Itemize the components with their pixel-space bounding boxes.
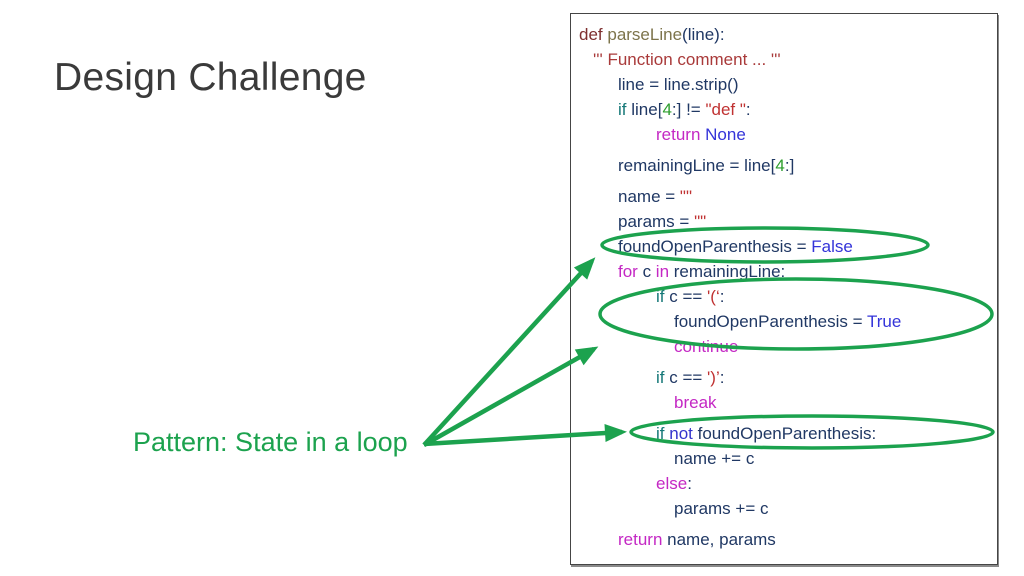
code-token-id: line (631, 100, 658, 119)
code-token-str: "" (694, 212, 707, 231)
code-token-cond: if (656, 287, 670, 306)
code-token-id: , (709, 530, 720, 549)
code-token-id: [ (770, 156, 776, 175)
code-line: def parseLine(line): (571, 22, 997, 47)
code-line: remainingLine = line[4:] (571, 153, 997, 178)
code-token-id: line (744, 156, 771, 175)
code-line: line = line.strip() (571, 72, 997, 97)
code-line: if not foundOpenParenthesis: (571, 421, 997, 446)
code-token-id: += (730, 499, 760, 518)
code-token-id: == (677, 368, 708, 387)
code-token-id: == (677, 287, 708, 306)
code-token-id: foundOpenParenthesis (697, 424, 872, 443)
code-line: else: (571, 471, 997, 496)
code-line: params = "" (571, 209, 997, 234)
code-token-const: False (811, 237, 853, 256)
code-token-id: foundOpenParenthesis (674, 312, 848, 331)
code-line: params += c (571, 496, 997, 521)
code-line: name += c (571, 446, 997, 471)
code-line: foundOpenParenthesis = False (571, 234, 997, 259)
code-line: continue (571, 334, 997, 359)
code-token-id: c (642, 262, 652, 281)
code-token-id: : (780, 262, 786, 281)
code-token-flow: continue (674, 337, 739, 356)
code-line: ''' Function comment ... ''' (571, 47, 997, 72)
code-token-id: params (618, 212, 675, 231)
code-token-str: ')’ (707, 368, 720, 387)
code-token-num: 4 (775, 156, 785, 175)
code-token-id: name (667, 530, 710, 549)
code-token-id: foundOpenParenthesis (618, 237, 792, 256)
code-line: if c == ')’: (571, 365, 997, 390)
code-token-id: : (687, 474, 692, 493)
code-token-id: () (727, 75, 739, 94)
code-token-cond: if (618, 100, 632, 119)
code-line: foundOpenParenthesis = True (571, 309, 997, 334)
code-token-id: = (674, 212, 695, 231)
code-token-id: c (760, 499, 769, 518)
code-token-id: params (674, 499, 731, 518)
code-token-id: ( (682, 25, 688, 44)
code-token-kw: def (579, 25, 608, 44)
code-token-flow: break (674, 393, 717, 412)
code-token-flow: else (656, 474, 688, 493)
code-token-id: : (719, 368, 725, 387)
code-line: break (571, 390, 997, 415)
code-panel: def parseLine(line):''' Function comment… (570, 13, 998, 565)
code-token-op: not (669, 424, 698, 443)
code-token-id: remainingLine (618, 156, 725, 175)
code-token-id: name (618, 187, 661, 206)
code-token-id: [ (657, 100, 663, 119)
code-token-const: True (866, 312, 902, 331)
code-token-id: c (669, 287, 678, 306)
code-token-str: "def " (705, 100, 746, 119)
code-token-const: None (705, 125, 746, 144)
code-token-flow: for (618, 262, 643, 281)
page-title: Design Challenge (54, 56, 367, 100)
code-line: name = "" (571, 184, 997, 209)
code-token-id: = (724, 156, 745, 175)
code-line: if c == '(‘: (571, 284, 997, 309)
code-token-id: = (791, 237, 812, 256)
code-listing: def parseLine(line):''' Function comment… (571, 22, 997, 552)
pattern-arrow-to-open-paren-oval (422, 346, 599, 447)
code-token-id: c (745, 449, 755, 468)
code-line: if line[4:] != "def ": (571, 97, 997, 122)
code-token-id: : (719, 287, 725, 306)
code-token-cond: if (656, 424, 670, 443)
code-token-id: line (687, 25, 715, 44)
code-token-id: c (669, 368, 678, 387)
code-token-flow: return (656, 125, 706, 144)
code-token-id: : (745, 100, 751, 119)
code-token-cond: if (656, 368, 670, 387)
code-token-id: line (663, 75, 691, 94)
code-token-id: = (644, 75, 664, 94)
pattern-annotation-text: Pattern: State in a loop (133, 427, 408, 457)
code-token-num: 4 (662, 100, 672, 119)
code-token-id: :] != (671, 100, 706, 119)
code-token-id: += (716, 449, 746, 468)
code-token-id: ): (714, 25, 725, 44)
code-token-id: strip (695, 75, 728, 94)
code-token-doc: ''' Function comment ... ''' (593, 50, 781, 69)
code-token-id: = (847, 312, 867, 331)
code-token-id: : (871, 424, 877, 443)
code-token-id: . (690, 75, 696, 94)
code-token-str: '(‘ (707, 287, 720, 306)
code-token-id: name (674, 449, 717, 468)
code-line: return None (571, 122, 997, 147)
code-token-id: :] (784, 156, 795, 175)
code-token-str: "" (679, 187, 692, 206)
code-token-id: params (719, 530, 776, 549)
code-token-id: line (618, 75, 645, 94)
code-line: for c in remainingLine: (571, 259, 997, 284)
pattern-arrow-to-init-oval (422, 257, 596, 447)
code-token-flow: return (618, 530, 668, 549)
code-token-fn: parseLine (607, 25, 683, 44)
code-token-id: remainingLine (673, 262, 781, 281)
code-token-flow: in (651, 262, 674, 281)
code-line: return name, params (571, 527, 997, 552)
code-token-id: = (660, 187, 680, 206)
